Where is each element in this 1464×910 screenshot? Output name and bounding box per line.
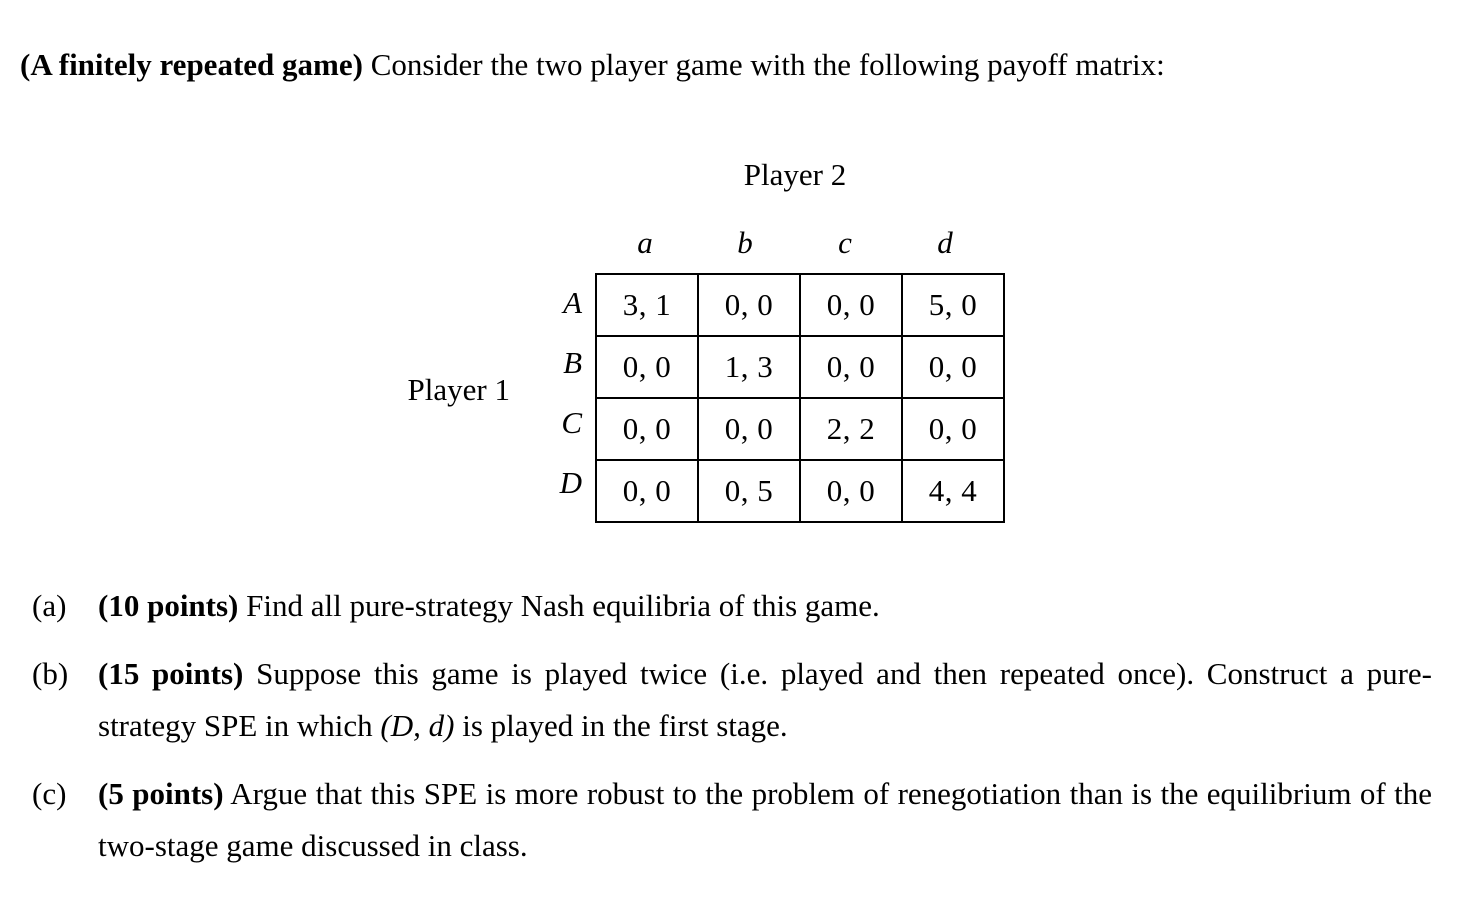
question-marker-b: (b) — [32, 656, 69, 691]
payoff-cell-A-a: 3, 1 — [595, 273, 699, 337]
payoff-cell-A-b: 0, 0 — [697, 273, 801, 337]
question-math-b: (D, d) — [380, 708, 455, 743]
table-row: 3, 1 0, 0 0, 0 5, 0 — [595, 273, 1005, 337]
payoff-cell-C-b: 0, 0 — [697, 397, 801, 461]
payoff-cell-D-d: 4, 4 — [901, 459, 1005, 523]
payoff-cell-A-c: 0, 0 — [799, 273, 903, 337]
question-text-b-before: Suppose this game is played twice (i.e. … — [98, 656, 1432, 743]
payoff-matrix-block: Player 2 Player 1 a b c d A B C D 3, 1 0… — [0, 155, 1464, 535]
player1-label: Player 1 — [407, 372, 510, 407]
row-header-B: B — [563, 345, 582, 380]
payoff-cell-C-c: 2, 2 — [799, 397, 903, 461]
column-header-c: c — [838, 225, 852, 260]
column-header-a: a — [637, 225, 653, 260]
player2-label: Player 2 — [743, 157, 847, 192]
payoff-cell-D-a: 0, 0 — [595, 459, 699, 523]
table-row: 0, 0 0, 5 0, 0 4, 4 — [595, 459, 1005, 523]
payoff-cell-B-c: 0, 0 — [799, 335, 903, 399]
payoff-cell-B-d: 0, 0 — [901, 335, 1005, 399]
payoff-cell-B-b: 1, 3 — [697, 335, 801, 399]
question-item-c: (c) (5 points) Argue that this SPE is mor… — [0, 768, 1464, 872]
question-text-a: Find all pure-strategy Nash equilibria o… — [238, 588, 880, 623]
column-headers: a b c d — [595, 223, 995, 263]
problem-title: (A finitely repeated game) — [20, 47, 363, 82]
payoff-cell-D-b: 0, 5 — [697, 459, 801, 523]
column-header-b: b — [737, 225, 753, 260]
intro-paragraph: (A finitely repeated game) Consider the … — [20, 39, 1432, 91]
payoff-cell-A-d: 5, 0 — [901, 273, 1005, 337]
payoff-cell-C-d: 0, 0 — [901, 397, 1005, 461]
payoff-cell-D-c: 0, 0 — [799, 459, 903, 523]
question-points-c: (5 points) — [98, 776, 224, 811]
row-headers: A B C D — [520, 273, 582, 513]
question-item-b: (b) (15 points) Suppose this game is play… — [0, 648, 1464, 752]
table-row: 0, 0 1, 3 0, 0 0, 0 — [595, 335, 1005, 399]
table-row: 0, 0 0, 0 2, 2 0, 0 — [595, 397, 1005, 461]
question-list: (a) (10 points) Find all pure-strategy Na… — [0, 580, 1464, 888]
question-points-b: (15 points) — [98, 656, 244, 691]
question-text-b-after: is played in the first stage. — [454, 708, 788, 743]
row-header-D: D — [559, 465, 582, 500]
column-header-d: d — [937, 225, 953, 260]
question-item-a: (a) (10 points) Find all pure-strategy Na… — [0, 580, 1464, 632]
intro-body-text: Consider the two player game with the fo… — [362, 47, 1165, 82]
question-text-c: Argue that this SPE is more robust to th… — [98, 776, 1432, 863]
payoff-cell-C-a: 0, 0 — [595, 397, 699, 461]
question-marker-a: (a) — [32, 588, 67, 623]
payoff-cell-B-a: 0, 0 — [595, 335, 699, 399]
question-points-a: (10 points) — [98, 588, 239, 623]
question-marker-c: (c) — [32, 776, 67, 811]
payoff-table: 3, 1 0, 0 0, 0 5, 0 0, 0 1, 3 0, 0 0, 0 … — [595, 273, 1005, 523]
row-header-C: C — [561, 405, 582, 440]
row-header-A: A — [563, 285, 582, 320]
